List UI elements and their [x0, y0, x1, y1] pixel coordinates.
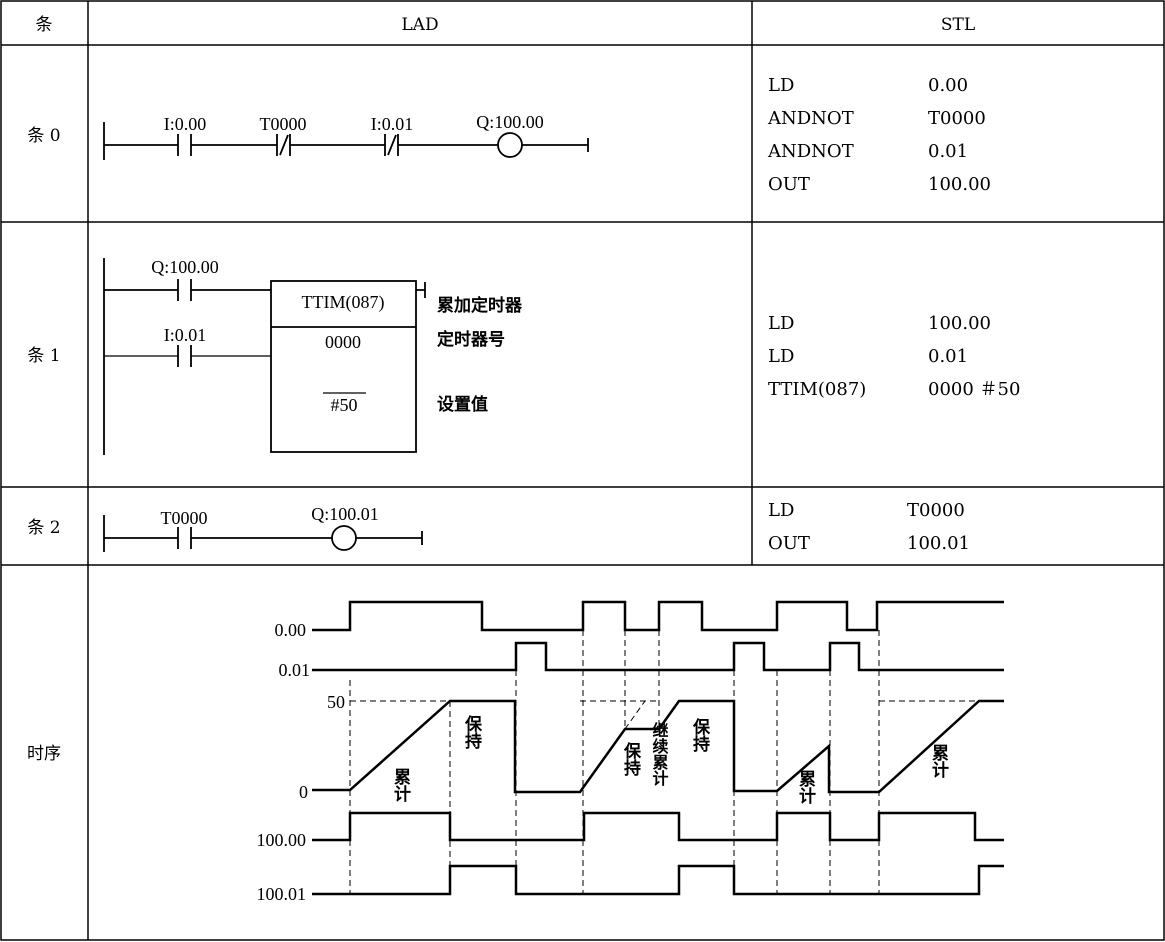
- stl-op: ANDNOT: [767, 141, 854, 162]
- timing-diagram: 0.00 0.01 50 0 100.00 100.01 累计 保持 保持 继续…: [257, 600, 1004, 904]
- value-label-0: 0: [299, 782, 308, 802]
- stl-operand: 100.00: [928, 313, 991, 334]
- note-accumulate: 累计: [795, 770, 816, 805]
- coil-label: Q:100.01: [311, 504, 379, 524]
- stl-op: OUT: [768, 174, 810, 195]
- rung-0-stl: LD 0.00 ANDNOT T0000 ANDNOT 0.01 OUT 100…: [767, 75, 991, 195]
- contact-no-icon: [177, 345, 192, 367]
- signal-label-0.01: 0.01: [279, 660, 311, 680]
- note-hold: 保持: [620, 741, 642, 777]
- stl-operand: 0.01: [928, 346, 968, 367]
- note-accumulating-timer: 累加定时器: [437, 295, 523, 316]
- contact-label: I:0.01: [164, 325, 207, 345]
- note-set-value: 设置值: [437, 394, 488, 415]
- header-col-stl: STL: [941, 15, 975, 35]
- stl-operand: T0000: [928, 108, 986, 129]
- rung-2-label: 条 2: [27, 518, 60, 538]
- ttim-title: TTIM(087): [302, 292, 385, 313]
- stl-op: LD: [768, 313, 794, 334]
- value-label-50: 50: [327, 692, 345, 712]
- stl-op: OUT: [768, 533, 810, 554]
- note-accumulate: 累计: [390, 768, 411, 803]
- rung-0-label: 条 0: [27, 126, 60, 146]
- stl-op: ANDNOT: [767, 108, 854, 129]
- contact-label: T0000: [161, 508, 208, 528]
- waveform-100.00: [312, 811, 1004, 842]
- ttim-box: [270, 280, 417, 453]
- contact-label: I:0.01: [371, 114, 414, 134]
- rung-0-ladder: I:0.00 T0000 I:0.01 Q:100.00: [103, 112, 589, 160]
- stl-operand: 100.00: [928, 174, 991, 195]
- rung-2-ladder: T0000 Q:100.01: [103, 504, 423, 552]
- header-col-rung: 条: [36, 15, 53, 35]
- coil-icon: [497, 132, 523, 158]
- timer-number: 0000: [325, 332, 361, 352]
- waveform-0.01: [312, 641, 1004, 672]
- signal-label-100.00: 100.00: [257, 830, 307, 850]
- note-hold: 保持: [689, 717, 711, 753]
- contact-no-icon: [177, 134, 192, 156]
- stl-operand: 100.01: [907, 533, 970, 554]
- contact-label: I:0.00: [164, 114, 207, 134]
- coil-icon: [331, 525, 357, 551]
- stl-op: LD: [768, 500, 794, 521]
- rung-1-ladder: Q:100.00 I:0.01 TTIM(087) 0000 #50 累加定时器…: [103, 257, 523, 455]
- contact-no-icon: [177, 527, 192, 549]
- note-timer-number: 定时器号: [437, 329, 505, 350]
- note-accumulate: 累计: [928, 744, 949, 779]
- rung-1-stl: LD 100.00 LD 0.01 TTIM(087) 0000 ＃50: [768, 313, 1020, 400]
- stl-operand: 0000 ＃50: [928, 379, 1020, 400]
- contact-label: Q:100.00: [151, 257, 219, 277]
- contact-label: T0000: [260, 114, 307, 134]
- rung-2-stl: LD T0000 OUT 100.01: [768, 500, 970, 554]
- rung-1-label: 条 1: [27, 346, 60, 366]
- signal-label-100.01: 100.01: [257, 884, 307, 904]
- signal-label-0.00: 0.00: [275, 620, 307, 640]
- stl-operand: T0000: [907, 500, 965, 521]
- timing-label: 时序: [27, 744, 61, 764]
- waveform-0.00: [312, 600, 1004, 632]
- stl-operand: 0.01: [928, 141, 968, 162]
- set-value: #50: [331, 395, 358, 415]
- stl-op: TTIM(087): [768, 379, 866, 400]
- note-continue-accumulate: 继续累计: [650, 721, 669, 787]
- header-col-lad: LAD: [401, 15, 438, 35]
- stl-operand: 0.00: [928, 75, 968, 96]
- note-hold: 保持: [461, 714, 483, 750]
- coil-label: Q:100.00: [476, 112, 544, 132]
- phase-annotations: 累计 保持 保持 继续累计 保持 累计 累计: [390, 714, 949, 805]
- waveform-timer-value: [312, 699, 1004, 794]
- waveform-100.01: [312, 864, 1004, 896]
- contact-no-icon: [177, 279, 192, 301]
- contact-nc-icon: [276, 134, 291, 156]
- stl-op: LD: [768, 75, 794, 96]
- stl-op: LD: [768, 346, 794, 367]
- contact-nc-icon: [384, 134, 399, 156]
